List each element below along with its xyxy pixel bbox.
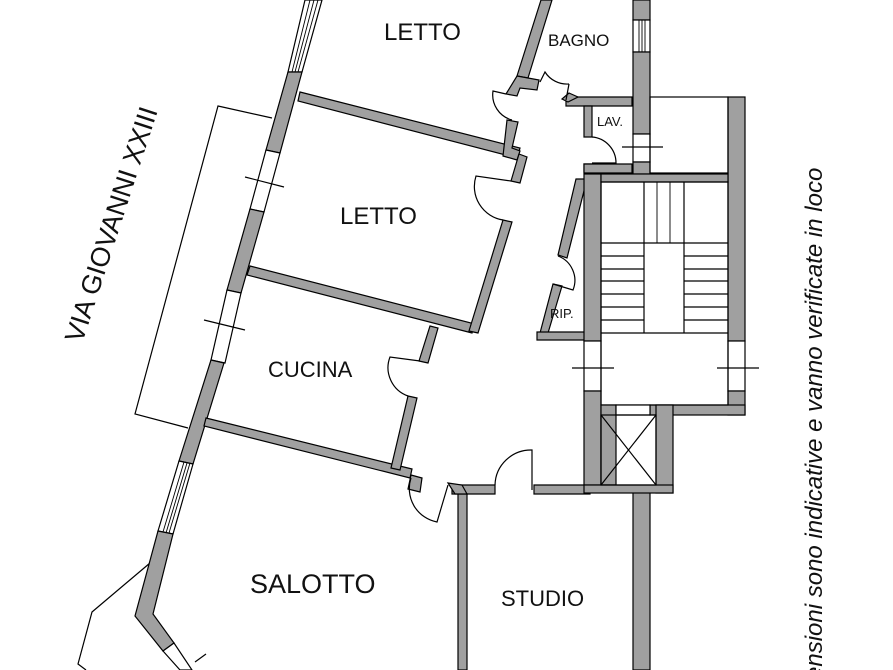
bagno-right-wall bbox=[622, 0, 663, 175]
room-labels: LETTO BAGNO LAV. LETTO RIP. CUCINA SALOT… bbox=[250, 19, 623, 611]
label-rip: RIP. bbox=[550, 306, 574, 321]
street-label: VIA GIOVANNI XXIII bbox=[59, 103, 163, 346]
label-bagno: BAGNO bbox=[548, 31, 609, 50]
label-cucina: CUCINA bbox=[268, 357, 353, 382]
stairwell bbox=[572, 96, 759, 486]
label-letto-mid: LETTO bbox=[340, 203, 417, 230]
bay-outline bbox=[77, 562, 151, 670]
elevator bbox=[583, 404, 674, 494]
label-salotto: SALOTTO bbox=[250, 569, 376, 599]
balcony-outline bbox=[134, 105, 273, 429]
door-swings bbox=[387, 70, 617, 523]
disclaimer-note: ensioni sono indicative e vanno verifica… bbox=[801, 168, 828, 670]
exterior-wall-left bbox=[134, 0, 323, 670]
label-letto-top: LETTO bbox=[384, 19, 461, 46]
label-studio: STUDIO bbox=[501, 586, 584, 611]
label-lav: LAV. bbox=[597, 114, 623, 129]
interior-walls bbox=[203, 0, 651, 670]
